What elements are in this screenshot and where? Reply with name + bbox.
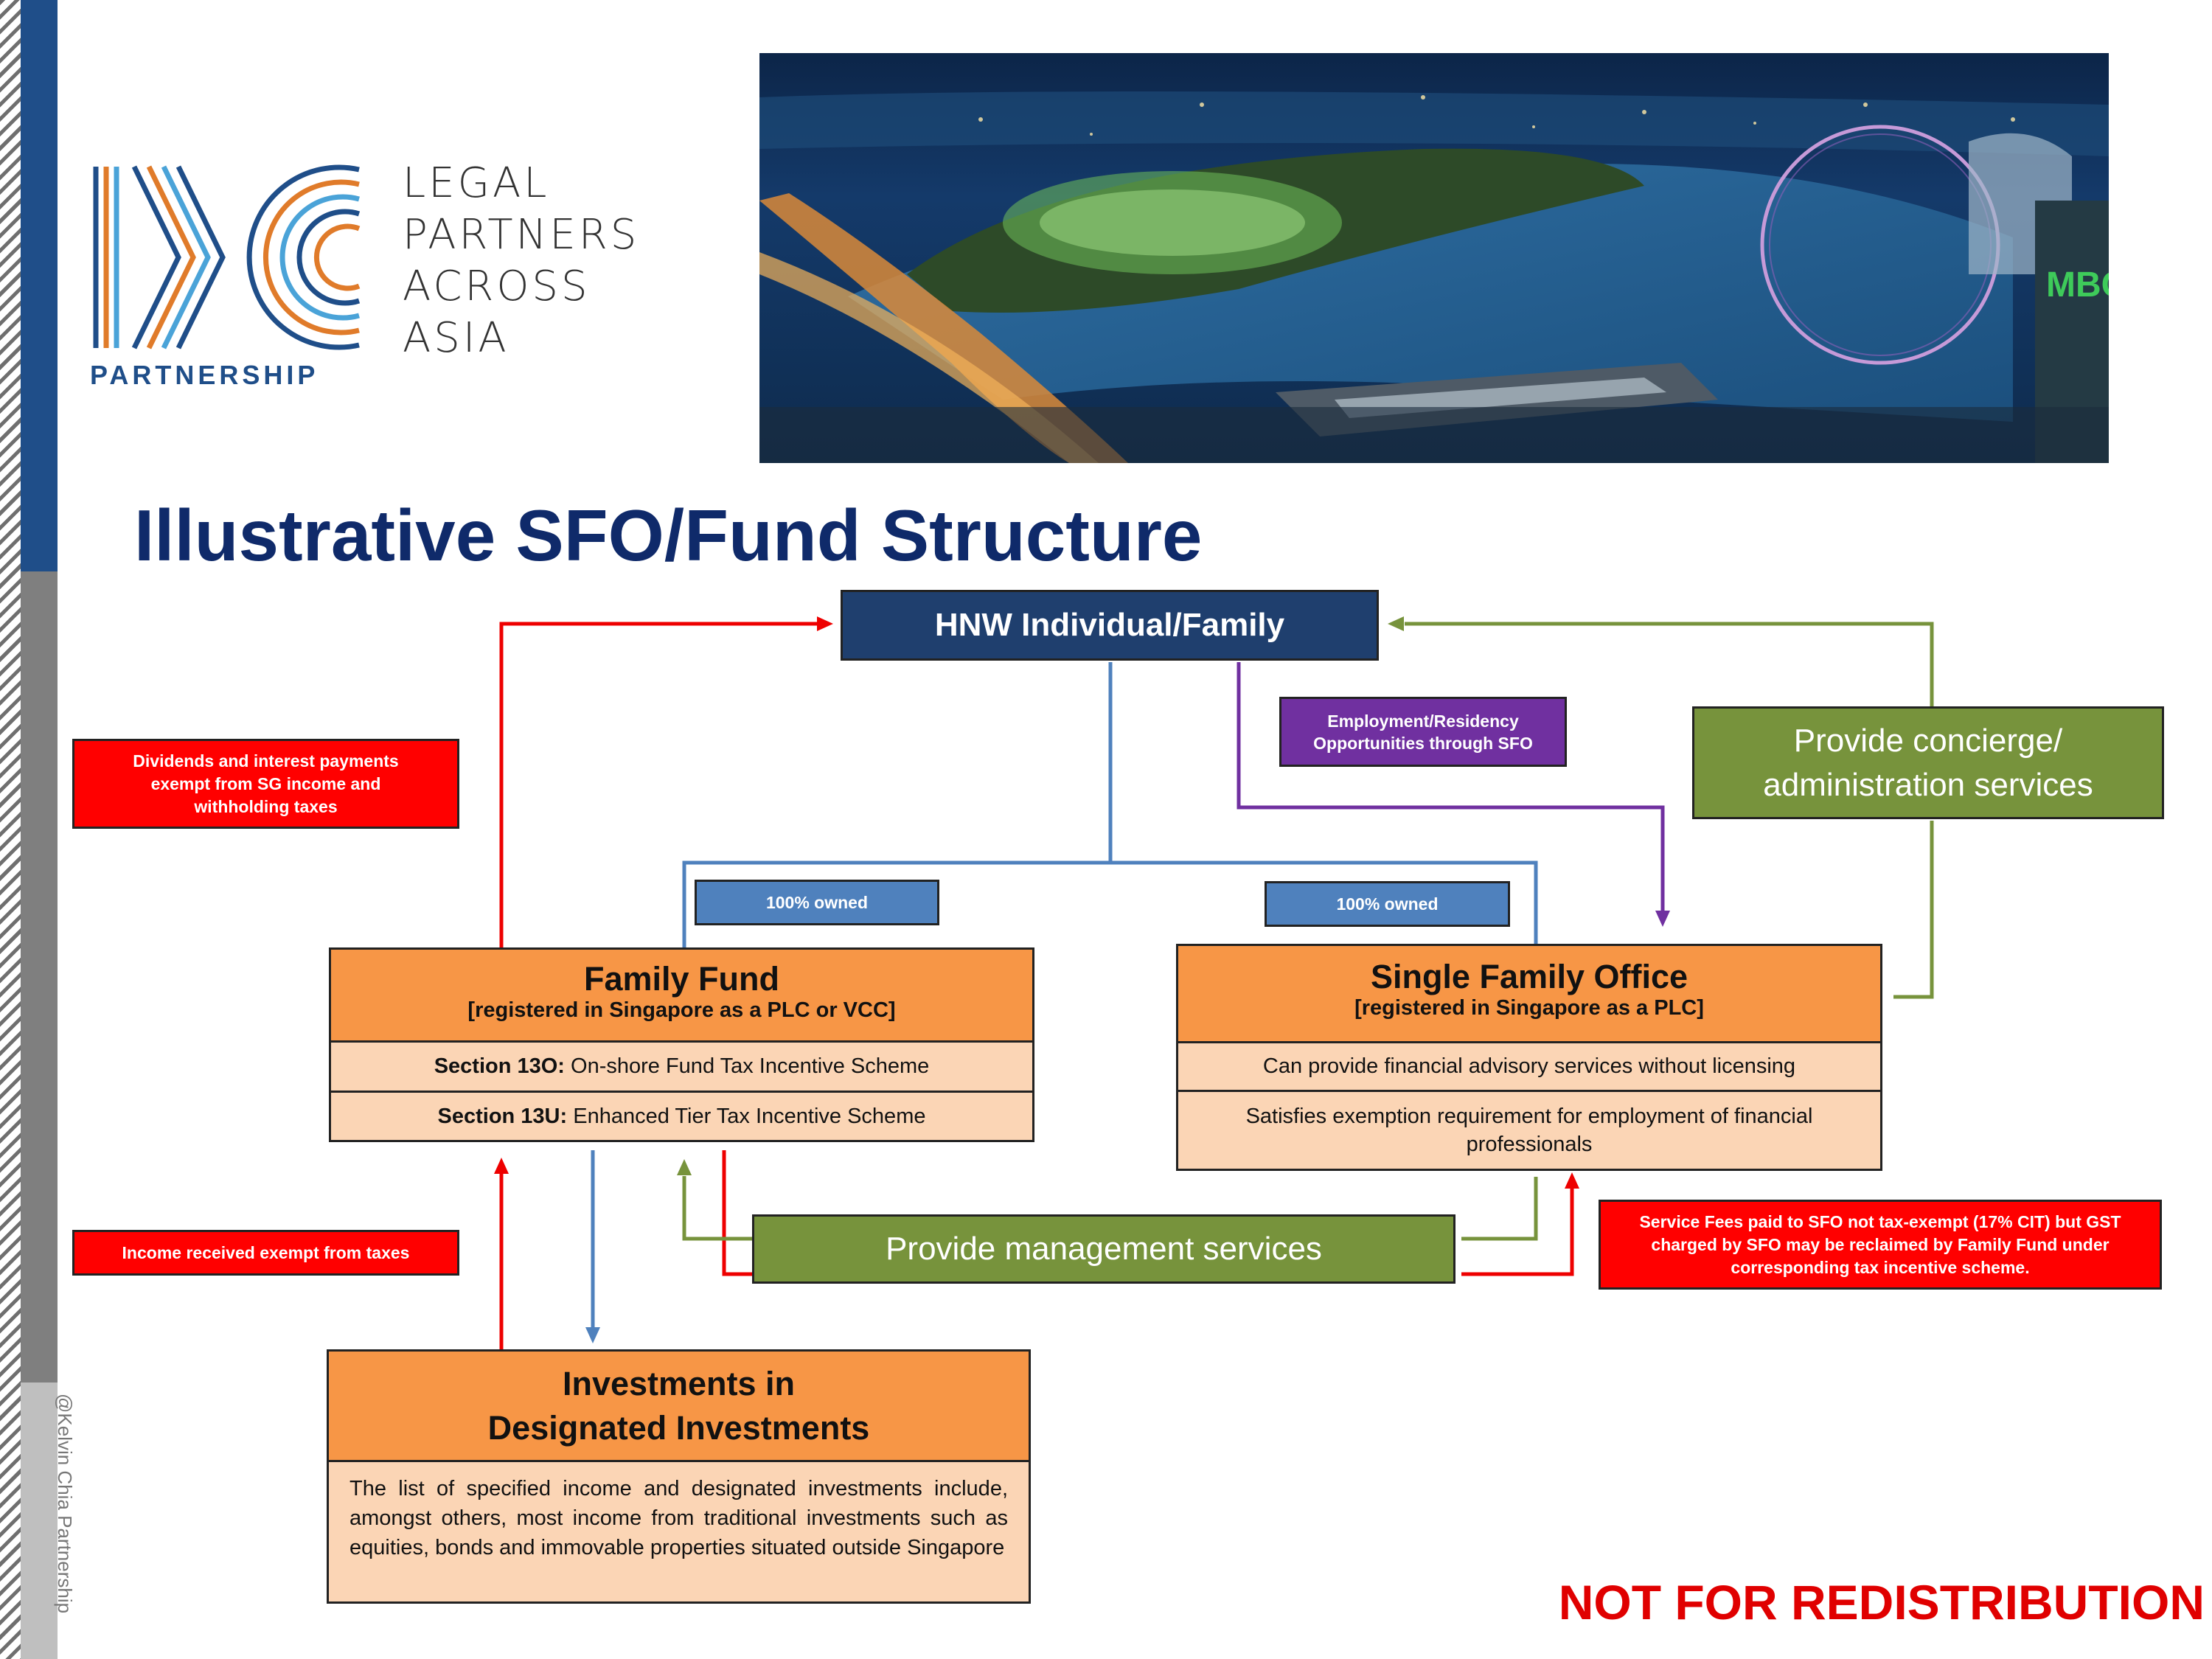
row-text: On-shore Fund Tax Incentive Scheme [564, 1054, 930, 1078]
investments-title-line: Designated Investments [487, 1409, 870, 1447]
owned-label-left: 100% owned [695, 880, 939, 925]
sfo-title: Single Family Office [1370, 958, 1688, 995]
arrow-employment [1237, 662, 1665, 911]
investments-body: The list of specified income and designa… [349, 1477, 1008, 1559]
side-band-navy [21, 0, 58, 571]
sfo-subtitle: [registered in Singapore as a PLC] [1354, 996, 1704, 1020]
dividends-note: Dividends and interest payments exempt f… [72, 739, 459, 829]
logo-line: ACROSS [403, 262, 591, 310]
logo-line: PARTNERS [403, 211, 640, 259]
family-fund-row: Section 13U: Enhanced Tier Tax Incentive… [331, 1093, 1032, 1140]
hatched-border [0, 0, 21, 1659]
sfo-header: Single Family Office [registered in Sing… [1178, 946, 1880, 1043]
arrow-management [682, 1176, 759, 1241]
side-band-light [21, 1382, 58, 1659]
family-fund-row: Section 13O: On-shore Fund Tax Incentive… [331, 1043, 1032, 1093]
logo-line: LEGAL [403, 159, 550, 207]
arrow-concierge [1405, 622, 1934, 706]
sfo-node: Single Family Office [registered in Sing… [1176, 944, 1882, 1171]
investments-title-line: Investments in [562, 1365, 796, 1402]
family-fund-header: Family Fund [registered in Singapore as … [331, 950, 1032, 1043]
banner-image: MBC [759, 53, 2109, 463]
sfo-row: Can provide financial advisory services … [1178, 1043, 1880, 1092]
investments-node: Investments in Designated Investments Th… [327, 1349, 1031, 1604]
logo-partnership: PARTNERSHIP [90, 360, 319, 390]
family-fund-subtitle: [registered in Singapore as a PLC or VCC… [467, 998, 896, 1022]
family-fund-node: Family Fund [registered in Singapore as … [329, 947, 1034, 1142]
sfo-row: Satisfies exemption requirement for empl… [1245, 1105, 1813, 1156]
concierge-node: Provide concierge/ administration servic… [1692, 706, 2164, 819]
employment-note: Employment/Residency Opportunities throu… [1279, 697, 1567, 767]
not-for-redistribution: NOT FOR REDISTRIBUTION [1558, 1575, 2205, 1630]
svg-text:MBC: MBC [2046, 265, 2109, 305]
row-heading: Section 13U: [437, 1104, 568, 1128]
hnw-node: HNW Individual/Family [841, 590, 1379, 661]
row-text: Enhanced Tier Tax Incentive Scheme [567, 1104, 926, 1128]
investments-header: Investments in Designated Investments [329, 1352, 1029, 1462]
side-band-gray [21, 571, 58, 1382]
arrow-dividends [499, 622, 818, 951]
row-heading: Section 13O: [434, 1054, 565, 1078]
owned-label-right: 100% owned [1265, 881, 1510, 927]
family-fund-title: Family Fund [583, 960, 779, 998]
copyright-watermark: @Kelvin Chia Partnership [54, 1394, 76, 1614]
management-node: Provide management services [752, 1214, 1455, 1284]
page-title: Illustrative SFO/Fund Structure [134, 495, 1203, 576]
income-note: Income received exempt from taxes [72, 1230, 459, 1276]
arrow-fee-left [722, 1150, 759, 1276]
logo-tagline: LEGAL PARTNERS ACROSS ASIA [403, 158, 639, 364]
kc-logo-mark [93, 164, 361, 350]
service-fees-note: Service Fees paid to SFO not tax-exempt … [1599, 1200, 2162, 1290]
ownership-line [682, 860, 1538, 951]
arrow-fee-right [1461, 1187, 1574, 1276]
logo-line: ASIA [403, 314, 509, 362]
